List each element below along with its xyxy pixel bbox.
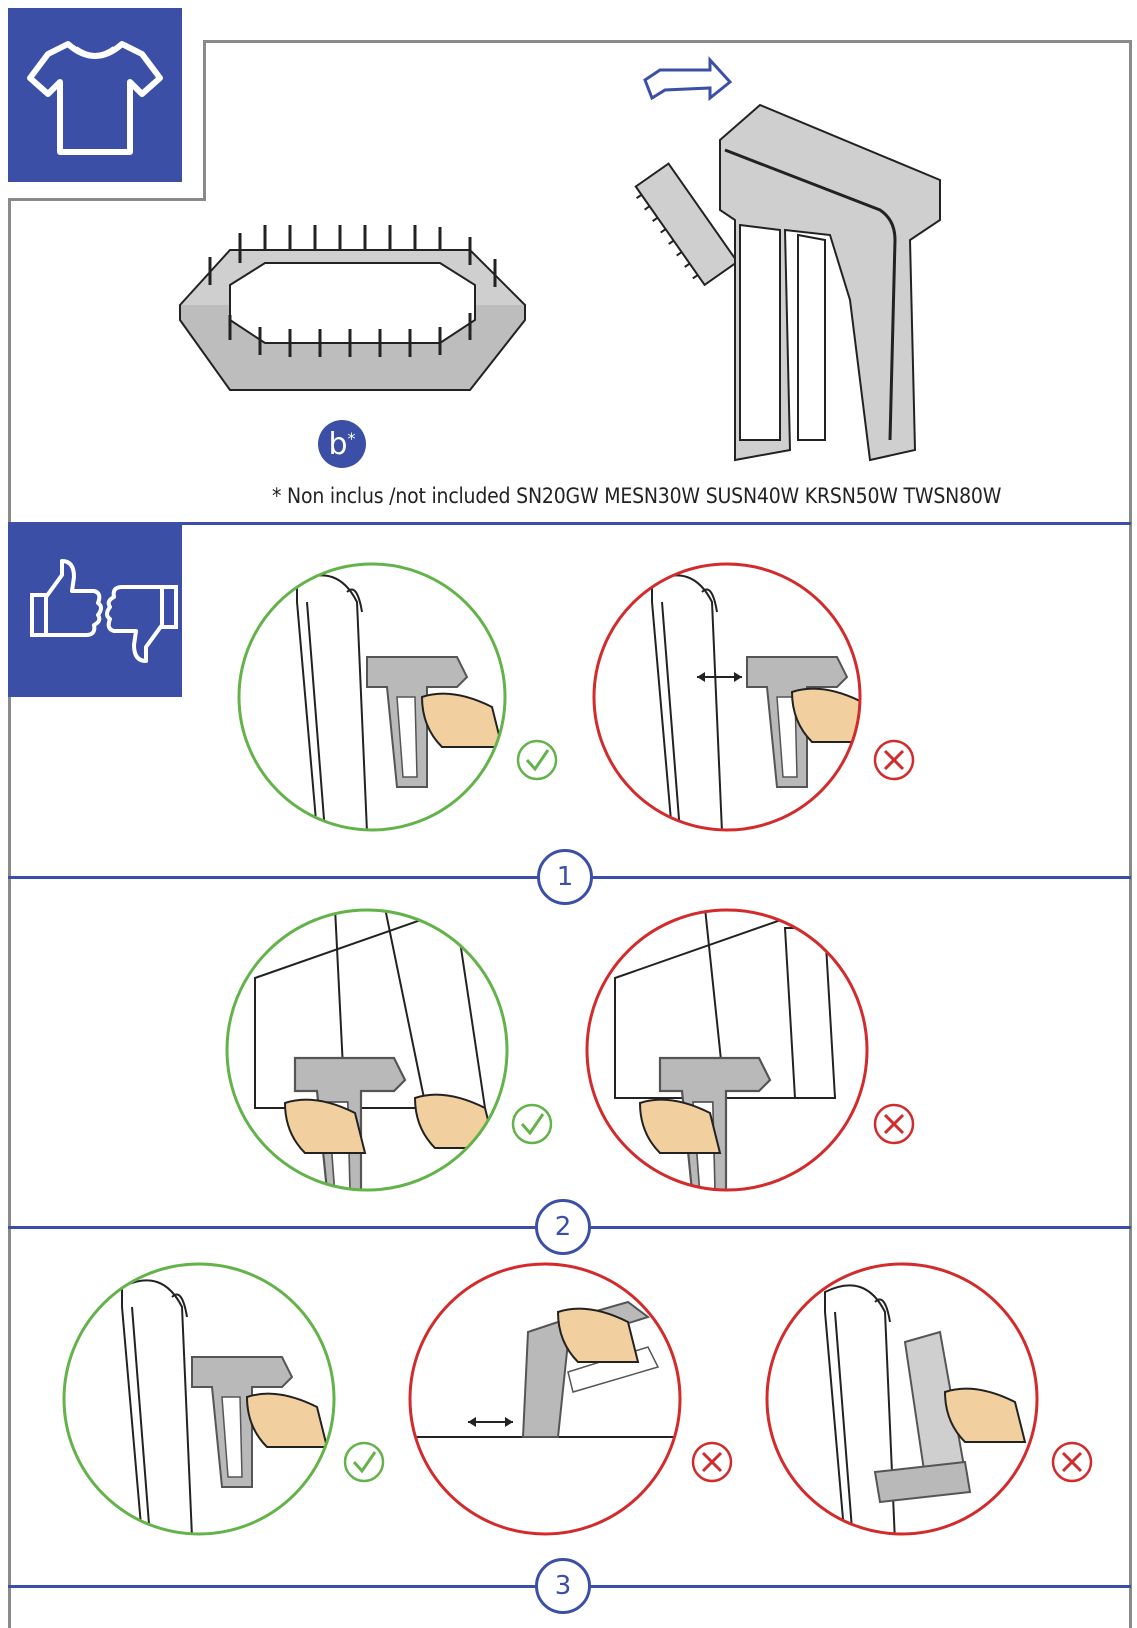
step1-correct-scene: [237, 562, 507, 832]
step2-wrong-scene: [585, 908, 869, 1192]
frame-step: [8, 198, 206, 201]
step3-number: 3: [535, 1558, 591, 1614]
step2-correct-scene: [225, 908, 509, 1192]
step1-check-icon: [516, 739, 558, 781]
step2-cross-icon: [873, 1103, 915, 1145]
step2-number: 2: [535, 1199, 591, 1255]
section-divider-top: [8, 522, 1131, 525]
steamer-brush-illustration: [634, 56, 941, 462]
tshirt-badge: [8, 8, 182, 182]
step3-wrong-scene-b: [765, 1262, 1039, 1536]
frame-right: [1129, 40, 1132, 1628]
step3-cross-icon-b: [1051, 1441, 1093, 1483]
accessory-b-star: *: [347, 428, 356, 448]
brush-accessory-illustration: [178, 225, 527, 391]
accessory-b-marker: b*: [318, 420, 366, 468]
step1-wrong-scene: [592, 562, 862, 832]
step1-number: 1: [537, 849, 593, 905]
frame-inner-left: [203, 40, 206, 200]
step2-check-icon: [511, 1103, 553, 1145]
tshirt-icon: [27, 41, 163, 155]
step3-correct-scene: [62, 1262, 336, 1536]
step3-wrong-scene-a: [408, 1262, 682, 1536]
thumbs-up-icon: [30, 559, 103, 637]
thumbs-badge: [8, 525, 182, 697]
frame-top: [205, 40, 1131, 43]
step3-check-icon: [343, 1441, 385, 1483]
thumbs-down-icon: [105, 585, 178, 663]
accessory-b-label: b: [328, 426, 348, 462]
not-included-note: * Non inclus /not included SN20GW MESN30…: [272, 484, 1002, 508]
step1-cross-icon: [873, 739, 915, 781]
frame-left: [8, 198, 11, 1628]
step3-cross-icon-a: [691, 1441, 733, 1483]
